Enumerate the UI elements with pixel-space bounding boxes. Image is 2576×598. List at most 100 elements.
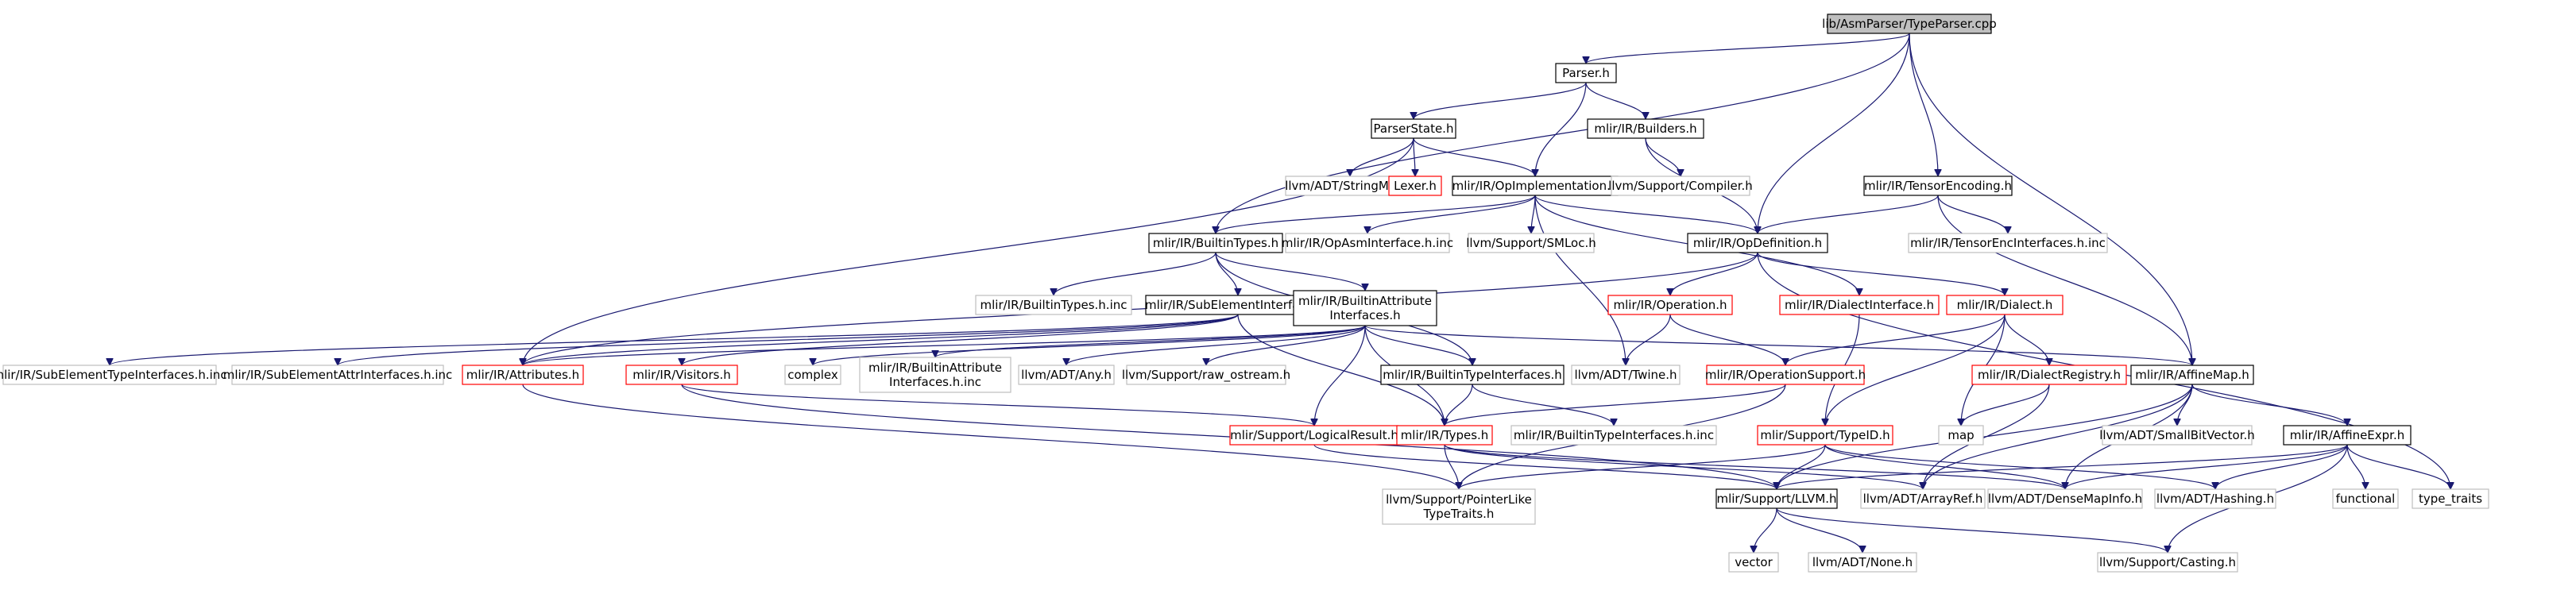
node-mlir-ir-types-h[interactable]: mlir/IR/Types.h: [1396, 425, 1493, 446]
node-label: mlir/IR/BuiltinAttribute: [868, 361, 1002, 375]
edge-builtinattributeinterfaces-h-to-builtinattributeinterfaces-inc: [935, 325, 1366, 358]
node-llvm-adt-arrayref-h[interactable]: llvm/ADT/ArrayRef.h: [1860, 488, 1986, 509]
node-mlir-ir-builders-h[interactable]: mlir/IR/Builders.h: [1587, 118, 1704, 139]
node-mlir-ir-tensorencoding-h[interactable]: mlir/IR/TensorEncoding.h: [1863, 176, 2013, 196]
edge-tensorencoding-h-to-tensorencinterfaces-inc: [1937, 195, 2008, 234]
node-mlir-ir-builtintypeinterfaces-h-inc[interactable]: mlir/IR/BuiltinTypeInterfaces.h.inc: [1510, 425, 1717, 446]
node-mlir-ir-subelementtypeinterfaces-h-inc[interactable]: mlir/IR/SubElementTypeInterfaces.h.inc: [0, 365, 227, 385]
edge-parser-h-to-parserstate-h: [1414, 82, 1587, 120]
node-box: [231, 365, 444, 385]
edge-operation-h-to-twine-h: [1626, 314, 1671, 366]
node-mlir-support-typeid-h[interactable]: mlir/Support/TypeID.h: [1757, 425, 1893, 446]
node-llvm-adt-twine-h[interactable]: llvm/ADT/Twine.h: [1571, 365, 1681, 385]
node-mlir-ir-builtintypes-h-inc[interactable]: mlir/IR/BuiltinTypes.h.inc: [975, 295, 1132, 315]
node-mlir-ir-affineexpr-h[interactable]: mlir/IR/AffineExpr.h: [2283, 425, 2412, 446]
node-mlir-ir-subelementattrinterfaces-h-inc[interactable]: mlir/IR/SubElementAttrInterfaces.h.inc: [223, 365, 453, 385]
node-box: [1382, 488, 1536, 525]
node-label: mlir/IR/BuiltinTypeInterfaces.h: [1383, 368, 1561, 382]
node-box: [2102, 425, 2253, 446]
node-label: mlir/IR/Operation.h: [1614, 298, 1727, 312]
node-label: llvm/ADT/StringMap.h: [1285, 179, 1415, 193]
node-mlir-ir-dialectregistry-h[interactable]: mlir/IR/DialectRegistry.h: [1971, 365, 2127, 385]
node-box: [1728, 552, 1779, 573]
node-box: [1860, 488, 1986, 509]
edge-opimplementation-h-to-twine-h: [1534, 195, 1626, 365]
node-box: [2283, 425, 2412, 446]
node-box: [1468, 233, 1595, 253]
node-parserstate-h[interactable]: ParserState.h: [1371, 118, 1456, 139]
edge-builders-h-to-compiler-h: [1645, 137, 1681, 177]
node-mlir-ir-builtintypes-h[interactable]: mlir/IR/BuiltinTypes.h: [1148, 233, 1283, 253]
edge-dialect-h-to-typeid-h: [1825, 314, 2005, 426]
node-label: Interfaces.h: [1329, 308, 1400, 322]
node-label: mlir/IR/SubElementAttrInterfaces.h.inc: [223, 368, 453, 382]
node-mlir-ir-attributes-h[interactable]: mlir/IR/Attributes.h: [462, 365, 584, 385]
node-box: [1229, 425, 1399, 446]
edge-affinemap-h-to-affineexpr-h: [2191, 384, 2347, 426]
edge-affineexpr-h-to-hashing-h: [2215, 444, 2348, 490]
node-label: mlir/IR/OpAsmInterface.h.inc: [1282, 236, 1453, 250]
edge-dialect-h-to-dialectregistry-h: [2004, 314, 2049, 366]
node-mlir-ir-operation-h[interactable]: mlir/IR/Operation.h: [1607, 295, 1733, 315]
node-llvm-support-smloc-h[interactable]: llvm/Support/SMLoc.h: [1466, 233, 1596, 253]
node-llvm-adt-any-h[interactable]: llvm/ADT/Any.h: [1018, 365, 1115, 385]
node-label: mlir/IR/OpDefinition.h: [1693, 236, 1822, 250]
node-llvm-adt-smallbitvector-h[interactable]: llvm/ADT/SmallBitVector.h: [2099, 425, 2255, 446]
node-label: mlir/IR/Builders.h: [1594, 122, 1696, 136]
node-box: [2097, 552, 2238, 573]
node-lexer-h[interactable]: Lexer.h: [1388, 176, 1442, 196]
node-llvm-adt-densemapinfo-h[interactable]: llvm/ADT/DenseMapInfo.h: [1987, 488, 2143, 509]
node-mlir-ir-dialect-h[interactable]: mlir/IR/Dialect.h: [1946, 295, 2064, 315]
node-functional[interactable]: functional: [2332, 488, 2399, 509]
node-mlir-ir-opimplementation-h[interactable]: mlir/IR/OpImplementation.h: [1452, 176, 1619, 196]
edge-dialect-h-to-operationsupport-h: [1785, 314, 2005, 366]
node-mlir-support-llvm-h[interactable]: mlir/Support/LLVM.h: [1715, 488, 1838, 509]
node-box: [1863, 176, 2013, 196]
node-vector[interactable]: vector: [1728, 552, 1779, 573]
node-mlir-support-logicalresult-h[interactable]: mlir/Support/LogicalResult.h: [1229, 425, 1399, 446]
node-type-traits[interactable]: type_traits: [2412, 488, 2489, 509]
node-mlir-ir-tensorencinterfaces-h-inc[interactable]: mlir/IR/TensorEncInterfaces.h.inc: [1908, 233, 2108, 253]
node-label: functional: [2336, 492, 2396, 506]
node-mlir-ir-opdefinition-h[interactable]: mlir/IR/OpDefinition.h: [1687, 233, 1828, 253]
node-box: [1827, 14, 1992, 34]
node-mlir-ir-dialectinterface-h[interactable]: mlir/IR/DialectInterface.h: [1779, 295, 1940, 315]
node-lib-asmparser-typeparser-cpp[interactable]: lib/AsmParser/TypeParser.cpp: [1822, 14, 1997, 34]
node-box: [784, 365, 841, 385]
node-box: [625, 365, 738, 385]
node-label: llvm/Support/Casting.h: [2099, 555, 2236, 569]
node-llvm-support-raw-ostream-h[interactable]: llvm/Support/raw_ostream.h: [1122, 365, 1290, 385]
node-label: Interfaces.h.inc: [889, 375, 981, 389]
node-llvm-adt-hashing-h[interactable]: llvm/ADT/Hashing.h: [2154, 488, 2276, 509]
edge-typeid-h-to-hashing-h: [1824, 444, 2215, 490]
node-llvm-support-compiler-h[interactable]: llvm/Support/Compiler.h: [1608, 176, 1753, 196]
node-label: mlir/IR/BuiltinAttribute: [1298, 294, 1432, 308]
node-box: [2332, 488, 2399, 509]
edge-affineexpr-h-to-type-traits: [2346, 444, 2450, 490]
node-label: mlir/IR/TensorEncoding.h: [1864, 179, 2012, 193]
node-parser-h[interactable]: Parser.h: [1555, 63, 1617, 83]
node-label: mlir/IR/DialectRegistry.h: [1978, 368, 2121, 382]
node-llvm-adt-none-h[interactable]: llvm/ADT/None.h: [1808, 552, 1917, 573]
edge-subelementinterfaces-h-to-subelementattrinterfaces-inc: [338, 314, 1239, 366]
node-llvm-support-casting-h[interactable]: llvm/Support/Casting.h: [2097, 552, 2238, 573]
edge-visitors-h-to-llvm-h: [681, 384, 1777, 490]
node-label: mlir/IR/SubElementTypeInterfaces.h.inc: [0, 368, 227, 382]
node-label: mlir/IR/TensorEncInterfaces.h.inc: [1910, 236, 2106, 250]
node-box: [2130, 365, 2254, 385]
node-map[interactable]: map: [1938, 425, 1984, 446]
node-label: ParserState.h: [1374, 122, 1454, 136]
node-box: [1946, 295, 2064, 315]
node-complex[interactable]: complex: [784, 365, 841, 385]
edge-dialectregistry-h-to-map: [1961, 384, 2050, 426]
node-mlir-ir-affinemap-h[interactable]: mlir/IR/AffineMap.h: [2130, 365, 2254, 385]
node-mlir-ir-builtintypeinterfaces-h[interactable]: mlir/IR/BuiltinTypeInterfaces.h: [1380, 365, 1565, 385]
node-mlir-ir-operationsupport-h[interactable]: mlir/IR/OperationSupport.h: [1705, 365, 1866, 385]
node-mlir-ir-opasminterface-h-inc[interactable]: mlir/IR/OpAsmInterface.h.inc: [1282, 233, 1453, 253]
edge-subelementinterfaces-h-to-attributes-h: [523, 314, 1239, 366]
edge-llvm-h-to-none-h: [1776, 507, 1862, 554]
node-mlir-ir-visitors-h[interactable]: mlir/IR/Visitors.h: [625, 365, 738, 385]
